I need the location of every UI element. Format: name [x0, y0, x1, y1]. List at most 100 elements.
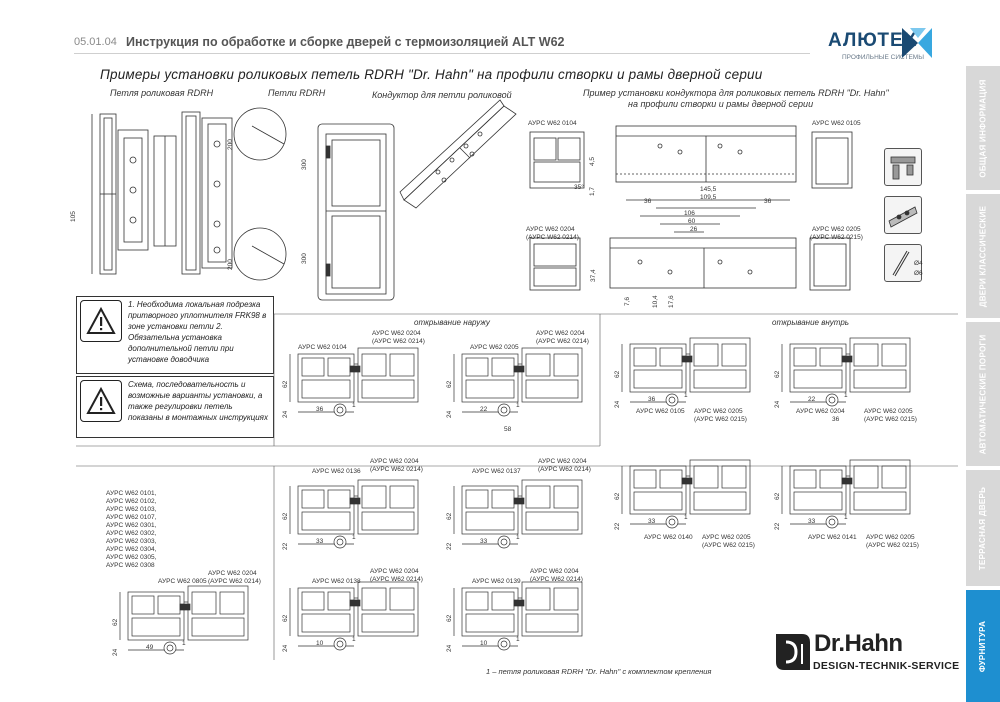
- profile-code-pair-alt: (АУРС W62 0214): [372, 338, 425, 345]
- tab-hardware[interactable]: ФУРНИТУРА: [966, 590, 1000, 702]
- hinge-marker: 1: [516, 636, 520, 643]
- hinge-marker: 1: [516, 402, 520, 409]
- hinge-marker: 1: [684, 514, 688, 521]
- detail-drawing-d8: [781, 459, 911, 529]
- code-list-item: АУРС W62 0102,: [106, 498, 157, 505]
- drhahn-brand-sub: DESIGN-TECHNIK-SERVICE: [813, 660, 960, 672]
- footnote: 1 – петля роликовая RDRH "Dr. Hahn" с ко…: [486, 667, 712, 676]
- profile-code-pair-alt: (АУРС W62 0214): [370, 466, 423, 473]
- code-list-item: АУРС W62 0303,: [106, 538, 157, 545]
- hinge-marker: 1: [844, 514, 848, 521]
- dim-109-5: 109,5: [700, 194, 717, 201]
- profile-code-pair: АУРС W62 0204: [538, 458, 587, 465]
- dim-width: 10: [316, 640, 324, 647]
- dim-36-left: 36: [644, 198, 652, 205]
- profile-code: АУРС W62 0138: [312, 578, 361, 585]
- code-list-item: АУРС W62 0305,: [106, 554, 157, 561]
- profile-code: АУРС W62 0205: [470, 344, 519, 351]
- tab-classic-doors[interactable]: ДВЕРИ КЛАССИЧЕСКИЕ: [966, 194, 1000, 318]
- profile-code-pair: АУРС W62 0205: [864, 408, 913, 415]
- detail-drawing-d7: [621, 459, 751, 529]
- dim-width: 10: [480, 640, 488, 647]
- warning-triangle-icon: [80, 300, 122, 342]
- warning-box-2: Схема, последовательность и возможные ва…: [76, 376, 274, 438]
- hinge-marker: 1: [352, 534, 356, 541]
- dim-height: 62: [282, 380, 289, 388]
- hinge-marker: 1: [352, 636, 356, 643]
- profile-code-pair: АУРС W62 0204: [208, 570, 257, 577]
- dim-145-5: 145,5: [700, 186, 717, 193]
- detail-drawing-d3: [621, 337, 751, 407]
- dim-height: 62: [614, 370, 621, 378]
- alutech-logo-name: АЛЮТЕХ: [828, 30, 918, 51]
- profile-code: АУРС W62 0140: [644, 534, 693, 541]
- detail-drawing-d1: [289, 347, 419, 417]
- drhahn-logo-icon: [776, 634, 810, 670]
- profile-code-pair: АУРС W62 0205: [702, 534, 751, 541]
- dim-width: 36: [316, 406, 324, 413]
- profile-code: АУРС W62 0141: [808, 534, 857, 541]
- profile-code-pair: АУРС W62 0204: [370, 458, 419, 465]
- dim-height: 62: [774, 492, 781, 500]
- dim-height: 62: [112, 618, 119, 626]
- dim-height: 62: [774, 370, 781, 378]
- dim-vertical: 24: [446, 644, 453, 652]
- detail-drawing-d6: [453, 479, 583, 549]
- detail-drawing-d9: [119, 585, 249, 655]
- profile-code-pair-alt: (АУРС W62 0215): [866, 542, 919, 549]
- dim-vertical: 22: [614, 522, 621, 530]
- hinge-label: Петля роликовая RDRH: [110, 88, 214, 98]
- example-title-1: Пример установки кондуктора для роликовы…: [583, 88, 889, 98]
- profile-code: АУРС W62 0139: [472, 578, 521, 585]
- dim-26: 26: [690, 226, 698, 233]
- tab-automatic-thresholds[interactable]: АВТОМАТИЧЕСКИЕ ПОРОГИ: [966, 322, 1000, 466]
- profile-code-list: АУРС W62 0101, АУРС W62 0102, АУРС W62 0…: [106, 490, 156, 570]
- dim-60: 60: [688, 218, 696, 225]
- dim-vertical: 24: [112, 648, 119, 656]
- tool-clamp-icon: [884, 148, 922, 186]
- profile-code-pair: АУРС W62 0204: [370, 568, 419, 575]
- profile-code-pair-alt: (АУРС W62 0215): [694, 416, 747, 423]
- dim-height: 62: [446, 614, 453, 622]
- doc-date: 05.01.04: [74, 36, 117, 48]
- door-hinges-drawing: [233, 107, 395, 301]
- warning-text-1: 1. Необходима локальная подрезка притвор…: [128, 300, 267, 364]
- code-0214-top: (АУРС W62 0214): [526, 234, 579, 241]
- warning-box-1: 1. Необходима локальная подрезка притвор…: [76, 296, 274, 374]
- tab-terrace-door[interactable]: ТЕРРАСНАЯ ДВЕРЬ: [966, 470, 1000, 586]
- drill-d4: Ø4: [914, 260, 923, 267]
- jig-install-drawing: [529, 125, 853, 291]
- hinges-label: Петли RDRH: [268, 88, 326, 98]
- warning-text-2: Схема, последовательность и возможные ва…: [128, 380, 268, 422]
- dim-width: 36: [648, 396, 656, 403]
- tab-general-info[interactable]: ОБЩАЯ ИНФОРМАЦИЯ: [966, 66, 1000, 190]
- dim-vertical: 24: [614, 400, 621, 408]
- profile-code-pair: АУРС W62 0204: [536, 330, 585, 337]
- dim-height: 62: [282, 512, 289, 520]
- profile-code-pair: АУРС W62 0205: [866, 534, 915, 541]
- detail-drawing-d10: [289, 581, 419, 651]
- doc-title: Инструкция по обработке и сборке дверей …: [126, 35, 565, 49]
- section-inward: открывание внутрь: [772, 318, 850, 327]
- detail-drawing-d2: [453, 347, 583, 417]
- dim-width: 49: [146, 644, 154, 651]
- hinge-marker: 1: [684, 392, 688, 399]
- profile-code: АУРС W62 0104: [298, 344, 347, 351]
- dim-vertical: 24: [282, 410, 289, 418]
- code-list-item: АУРС W62 0308: [106, 562, 155, 569]
- detail-drawing-d11: [453, 581, 583, 651]
- profile-code: АУРС W62 0137: [472, 468, 521, 475]
- dim-height: 62: [446, 512, 453, 520]
- profile-code: АУРС W62 0204: [796, 408, 845, 415]
- dim-width: 33: [648, 518, 656, 525]
- dim-35-deg: 35°: [574, 184, 584, 191]
- detail-drawing-d5: [289, 479, 419, 549]
- tool-drill-icon: [884, 244, 922, 282]
- hinge-marker: 1: [516, 534, 520, 541]
- hinge-marker: 1: [182, 640, 186, 647]
- dim-width: 33: [480, 538, 488, 545]
- dim-vertical: 24: [774, 400, 781, 408]
- code-list-item: АУРС W62 0107,: [106, 514, 157, 521]
- dim-vertical: 22: [446, 542, 453, 550]
- dim-width: 33: [808, 518, 816, 525]
